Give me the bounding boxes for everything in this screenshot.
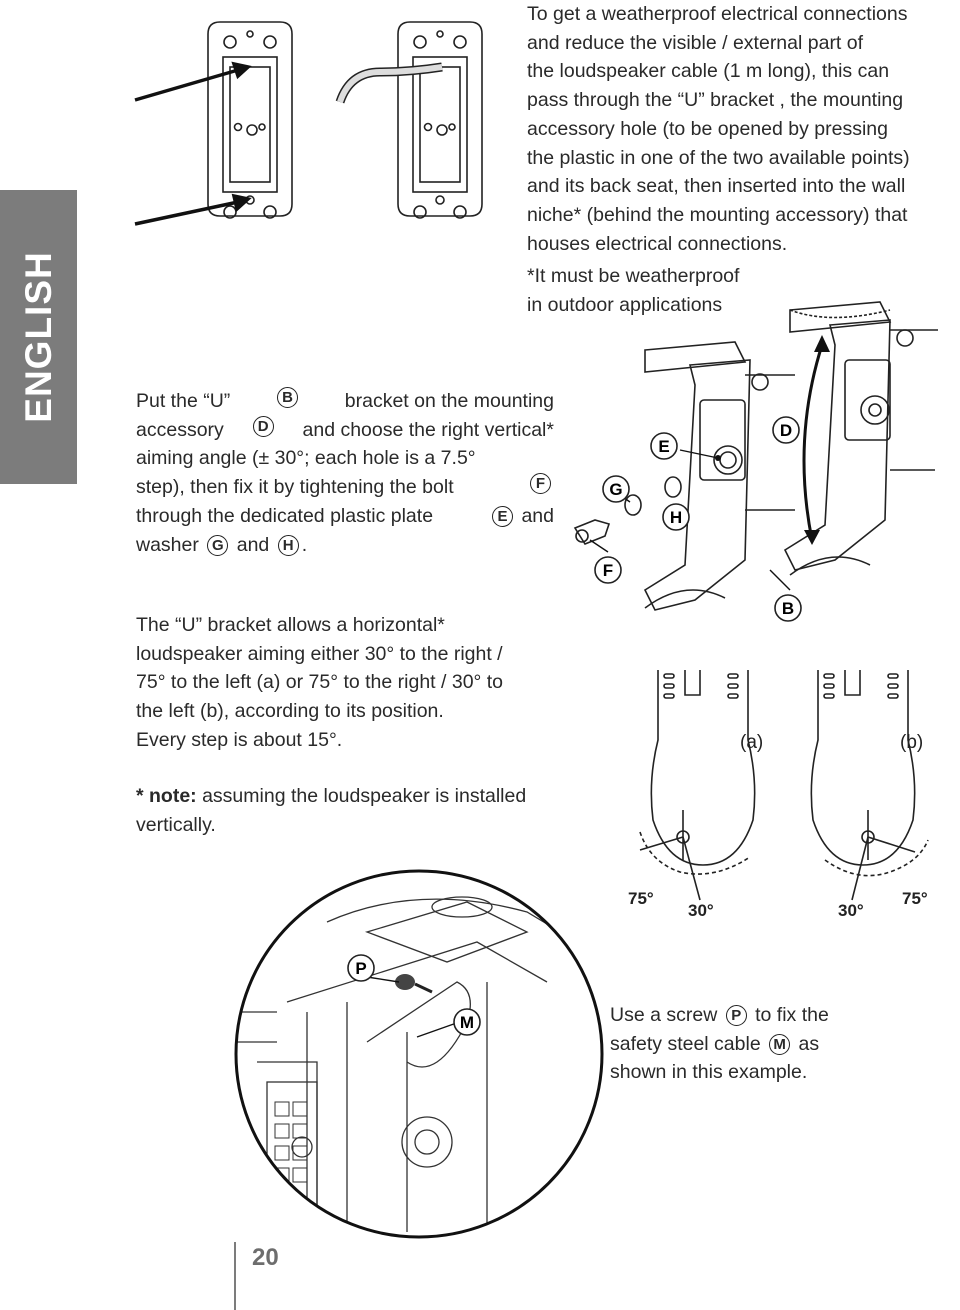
text-line: 75° to the left (a) or 75° to the right … (136, 671, 504, 694)
bracket-assembly-diagram: E D G H F B (573, 301, 938, 622)
text-segment: and choose the right vertical* (302, 418, 554, 441)
text-segment: shown in this example. (610, 1061, 808, 1084)
text-segment: step), then fix it by tightening the bol… (136, 476, 454, 499)
text-line: and reduce the visible / external part o… (527, 31, 864, 54)
detail-callout-m: M (460, 1013, 474, 1032)
text-line: and its back seat, then inserted into th… (527, 175, 906, 198)
mounting-plates-illustration (134, 21, 483, 226)
text-segment: accessory (136, 418, 224, 441)
text-segment: as (798, 1032, 820, 1055)
text-line: accessory hole (to be opened by pressing (527, 117, 888, 140)
aiming-description: The “U” bracket allows a horizontal* lou… (136, 611, 554, 755)
cable-instructions: To get a weatherproof electrical connect… (527, 0, 960, 258)
callout-e: E (492, 505, 514, 527)
text-segment: . (301, 533, 308, 556)
text-line: To get a weatherproof electrical connect… (527, 3, 908, 25)
callout-b: B (277, 387, 299, 408)
weatherproof-note: *It must be weatherproof in outdoor appl… (527, 262, 739, 319)
text-line: the plastic in one of the two available … (527, 146, 910, 169)
text-line: niche* (behind the mounting accessory) t… (527, 203, 908, 226)
diagram-callout-h: H (670, 508, 682, 527)
callout-f: F (530, 473, 551, 495)
label-b: (b) (900, 732, 923, 753)
bracket-instructions: Put the “U” B bracket on the mounting ac… (136, 387, 554, 559)
text-line: The “U” bracket allows a horizontal* (136, 614, 445, 636)
diagram-callout-g: G (609, 480, 622, 499)
text-line: pass through the “U” bracket , the mount… (527, 89, 904, 112)
callout-p: P (725, 1005, 747, 1026)
text-segment: aiming angle (± 30°; each hole is a 7.5° (136, 447, 476, 470)
diagram-callout-e: E (658, 437, 669, 456)
text-segment: safety steel cable (610, 1032, 761, 1055)
text-segment: washer (136, 533, 199, 556)
text-line: loudspeaker aiming either 30° to the rig… (136, 642, 503, 665)
detail-callout-p: P (355, 959, 366, 978)
safety-cable-instructions: Use a screw P to fix the safety steel ca… (610, 1001, 950, 1087)
page-number: 20 (252, 1244, 279, 1271)
angle-b-right: 75° (902, 889, 928, 908)
text-segment: through the dedicated plastic plate (136, 504, 434, 527)
callout-d: D (252, 415, 274, 437)
angle-a-right: 30° (688, 901, 714, 920)
text-line: houses electrical connections. (527, 232, 788, 255)
diagram-callout-b: B (782, 599, 794, 618)
text-line: the left (b), according to its position. (136, 700, 444, 723)
vertical-note: * note: assuming the loudspeaker is inst… (136, 782, 566, 839)
text-segment: and (521, 504, 554, 527)
angle-a-left: 75° (628, 889, 654, 908)
callout-g: G (207, 534, 229, 556)
text-line: Every step is about 15°. (136, 728, 343, 751)
aiming-angle-diagrams: (a) (b) 75° 30° 30° 75° (628, 670, 929, 920)
note-text: vertically. (136, 813, 216, 836)
note-text: assuming the loudspeaker is installed (196, 785, 527, 807)
text-segment: Use a screw (610, 1004, 718, 1026)
text-segment: Put the “U” (136, 390, 231, 412)
safety-cable-detail: P M (234, 869, 604, 1239)
text-segment: to fix the (755, 1004, 829, 1026)
callout-m: M (769, 1033, 791, 1055)
footer-rule (234, 1242, 236, 1310)
callout-h: H (277, 534, 299, 556)
text-line: the loudspeaker cable (1 m long), this c… (527, 60, 890, 83)
note-label: * note: (136, 785, 197, 807)
angle-b-left: 30° (838, 901, 864, 920)
label-a: (a) (740, 732, 763, 753)
language-tab: ENGLISH (0, 190, 77, 484)
weatherproof-line-1: *It must be weatherproof (527, 265, 740, 287)
language-tab-label: ENGLISH (17, 251, 59, 423)
diagram-callout-f: F (603, 561, 613, 580)
text-segment: and (236, 533, 270, 556)
weatherproof-line-2: in outdoor applications (527, 293, 723, 316)
diagram-callout-d: D (780, 421, 792, 440)
text-segment: bracket on the mounting (344, 390, 554, 412)
